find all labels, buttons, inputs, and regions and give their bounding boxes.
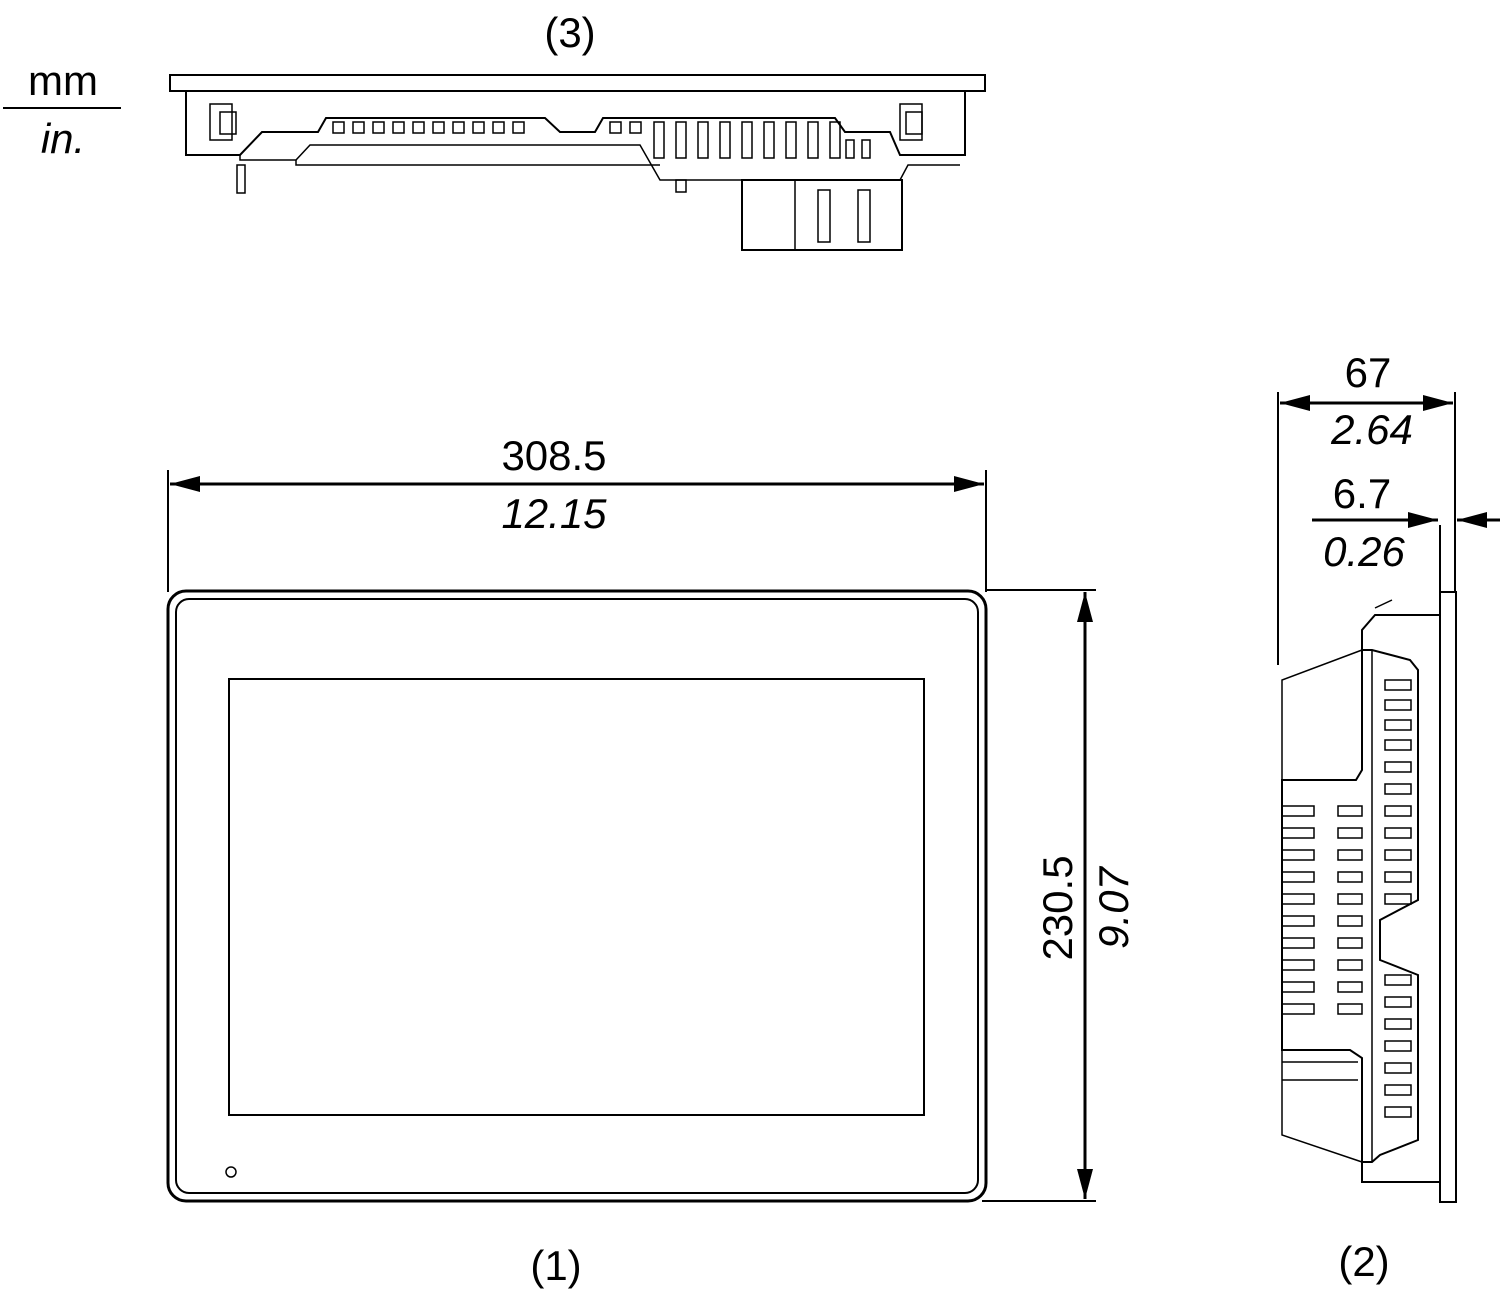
units-imperial: in. bbox=[41, 115, 85, 162]
front-view-bezel bbox=[166, 589, 988, 1203]
units-metric: mm bbox=[28, 57, 98, 104]
bezel-in: 0.26 bbox=[1323, 528, 1405, 575]
top-view-label: (3) bbox=[544, 9, 595, 56]
top-view-connector bbox=[741, 179, 903, 251]
width-mm: 308.5 bbox=[501, 432, 606, 479]
bezel-mm: 6.7 bbox=[1333, 470, 1391, 517]
side-view: (2) bbox=[1281, 591, 1457, 1285]
top-view-frame bbox=[169, 74, 986, 92]
bezel-dimension: 6.7 0.26 bbox=[1312, 470, 1500, 592]
width-dimension: 308.5 12.15 bbox=[167, 432, 987, 592]
width-in: 12.15 bbox=[501, 490, 607, 537]
front-view-screen bbox=[228, 678, 925, 1116]
depth-in: 2.64 bbox=[1330, 406, 1413, 453]
height-mm: 230.5 bbox=[1034, 855, 1081, 960]
status-led-icon bbox=[225, 1166, 237, 1178]
side-view-panel bbox=[1439, 591, 1457, 1203]
depth-dimension: 67 2.64 bbox=[1277, 349, 1456, 665]
front-view: (1) bbox=[166, 589, 988, 1289]
side-view-body bbox=[1361, 614, 1440, 1183]
front-view-label: (1) bbox=[530, 1242, 581, 1289]
side-view-label: (2) bbox=[1338, 1238, 1389, 1285]
height-in: 9.07 bbox=[1090, 865, 1137, 948]
height-dimension: 230.5 9.07 bbox=[982, 589, 1137, 1202]
top-view: (3) bbox=[169, 9, 986, 251]
depth-mm: 67 bbox=[1345, 349, 1392, 396]
units-legend: mm in. bbox=[3, 57, 121, 162]
top-view-body bbox=[185, 91, 966, 156]
